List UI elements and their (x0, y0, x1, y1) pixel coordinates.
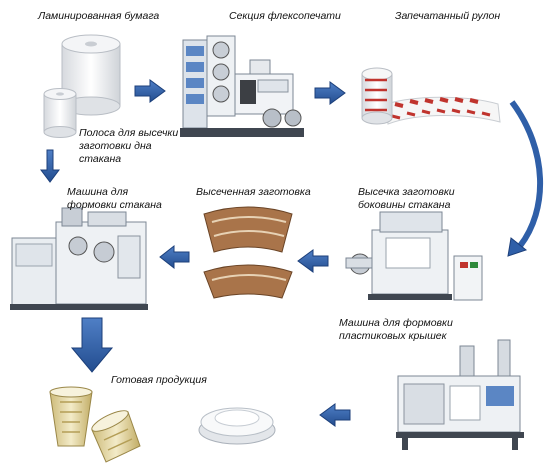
arrow-blank-to-cup-machine (160, 246, 189, 268)
arrow-cup-machine-to-product (72, 318, 112, 372)
label-cut-blank: Высеченная заготовка (196, 186, 311, 199)
arrow-paper-down-to-cup-machine (41, 150, 59, 182)
plastic-lid-image (199, 408, 275, 444)
flexo-printing-machine-image (180, 36, 304, 137)
label-finished-product: Готовая продукция (111, 374, 207, 387)
cup-forming-machine-image (10, 208, 148, 310)
arrow-roll-to-side-cutting (508, 102, 540, 256)
label-side-cutting: Высечка заготовки боковины стакана (358, 186, 468, 212)
label-bottom-strip: Полоса для высечки заготовки дна стакана (79, 127, 179, 166)
label-lid-forming-machine: Машина для формовки пластиковых крышек (339, 317, 464, 343)
label-flexo-section: Секция флексопечати (229, 10, 341, 23)
label-printed-roll: Запечатанный рулон (395, 10, 500, 23)
label-cup-forming-machine: Машина для формовки стакана (67, 186, 177, 212)
arrow-paper-to-flexo (135, 80, 165, 102)
printed-roll-image (362, 68, 500, 124)
arrow-side-cutting-to-blank (298, 250, 328, 272)
laminated-paper-rolls-image (44, 35, 120, 138)
arrow-lid-machine-to-lid (320, 404, 350, 426)
label-laminated-paper: Ламинированная бумага (38, 10, 159, 23)
arrow-flexo-to-roll (315, 82, 345, 104)
side-wall-cutting-machine-image (346, 212, 482, 300)
lid-forming-machine-image (396, 340, 524, 450)
finished-cups-image (50, 387, 140, 462)
cut-blank-image (204, 207, 292, 298)
